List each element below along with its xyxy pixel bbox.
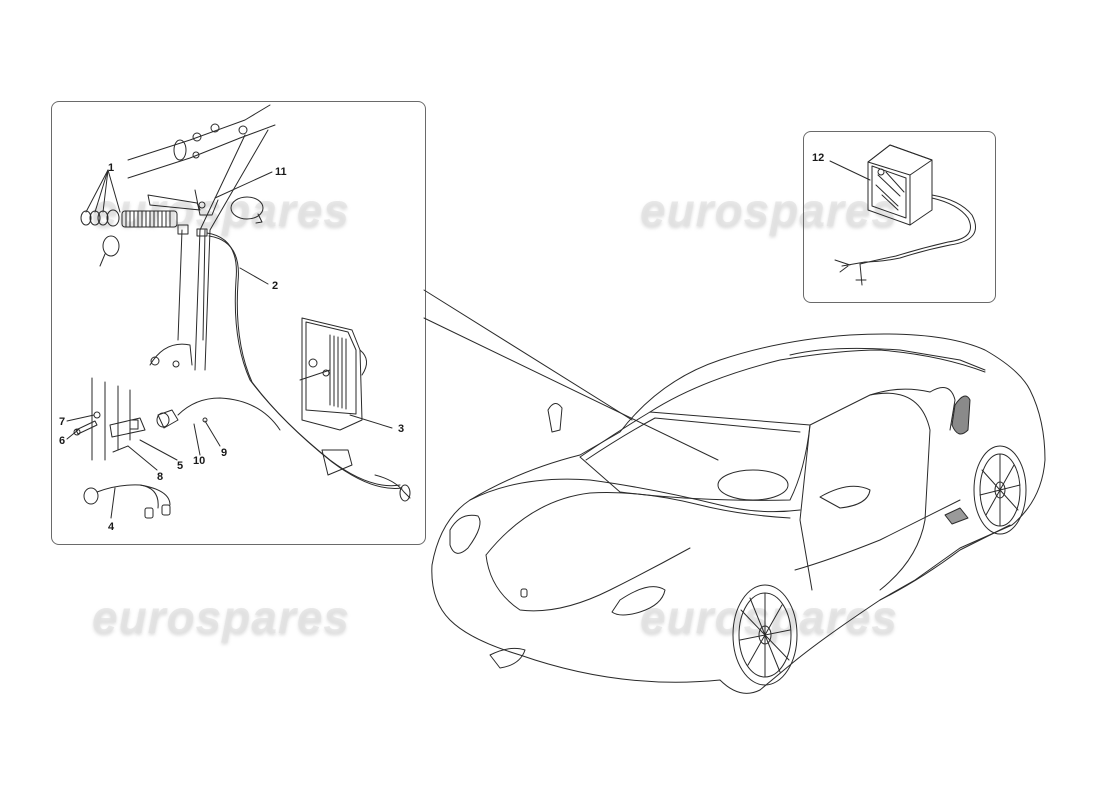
roll-bar-frame (127, 104, 276, 371)
hose-clamp (230, 196, 264, 224)
connector-bracket-5 (91, 377, 281, 461)
car-outline (431, 333, 1046, 694)
callout-2: 2 (272, 280, 279, 292)
callout-12: 12 (812, 152, 825, 164)
washer-7 (66, 411, 101, 422)
callout-7: 7 (59, 416, 66, 428)
callout-10: 10 (193, 455, 206, 467)
cable-tie (99, 235, 120, 267)
tester-box-12 (829, 144, 976, 286)
callout-11: 11 (275, 166, 287, 178)
screw-8 (112, 445, 158, 471)
callout-9: 9 (221, 447, 228, 459)
callout-1: 1 (108, 162, 115, 174)
parts-9-10 (193, 417, 221, 456)
antenna-spring (121, 210, 208, 237)
detail-panel-main (51, 101, 426, 545)
pointer-lines (423, 289, 719, 461)
detail-panel-tester (803, 131, 996, 303)
ecu-3 (299, 317, 411, 502)
callout-6: 6 (59, 435, 66, 447)
adapter-harness-4 (83, 484, 171, 519)
screw-6 (66, 420, 98, 440)
callout-4: 4 (108, 521, 115, 533)
callout-5: 5 (177, 460, 184, 472)
bracket-11 (147, 171, 273, 216)
callout-3: 3 (398, 423, 405, 435)
antenna-cable-2 (206, 232, 403, 489)
callout-8: 8 (157, 471, 164, 483)
antenna-nuts (80, 169, 121, 227)
